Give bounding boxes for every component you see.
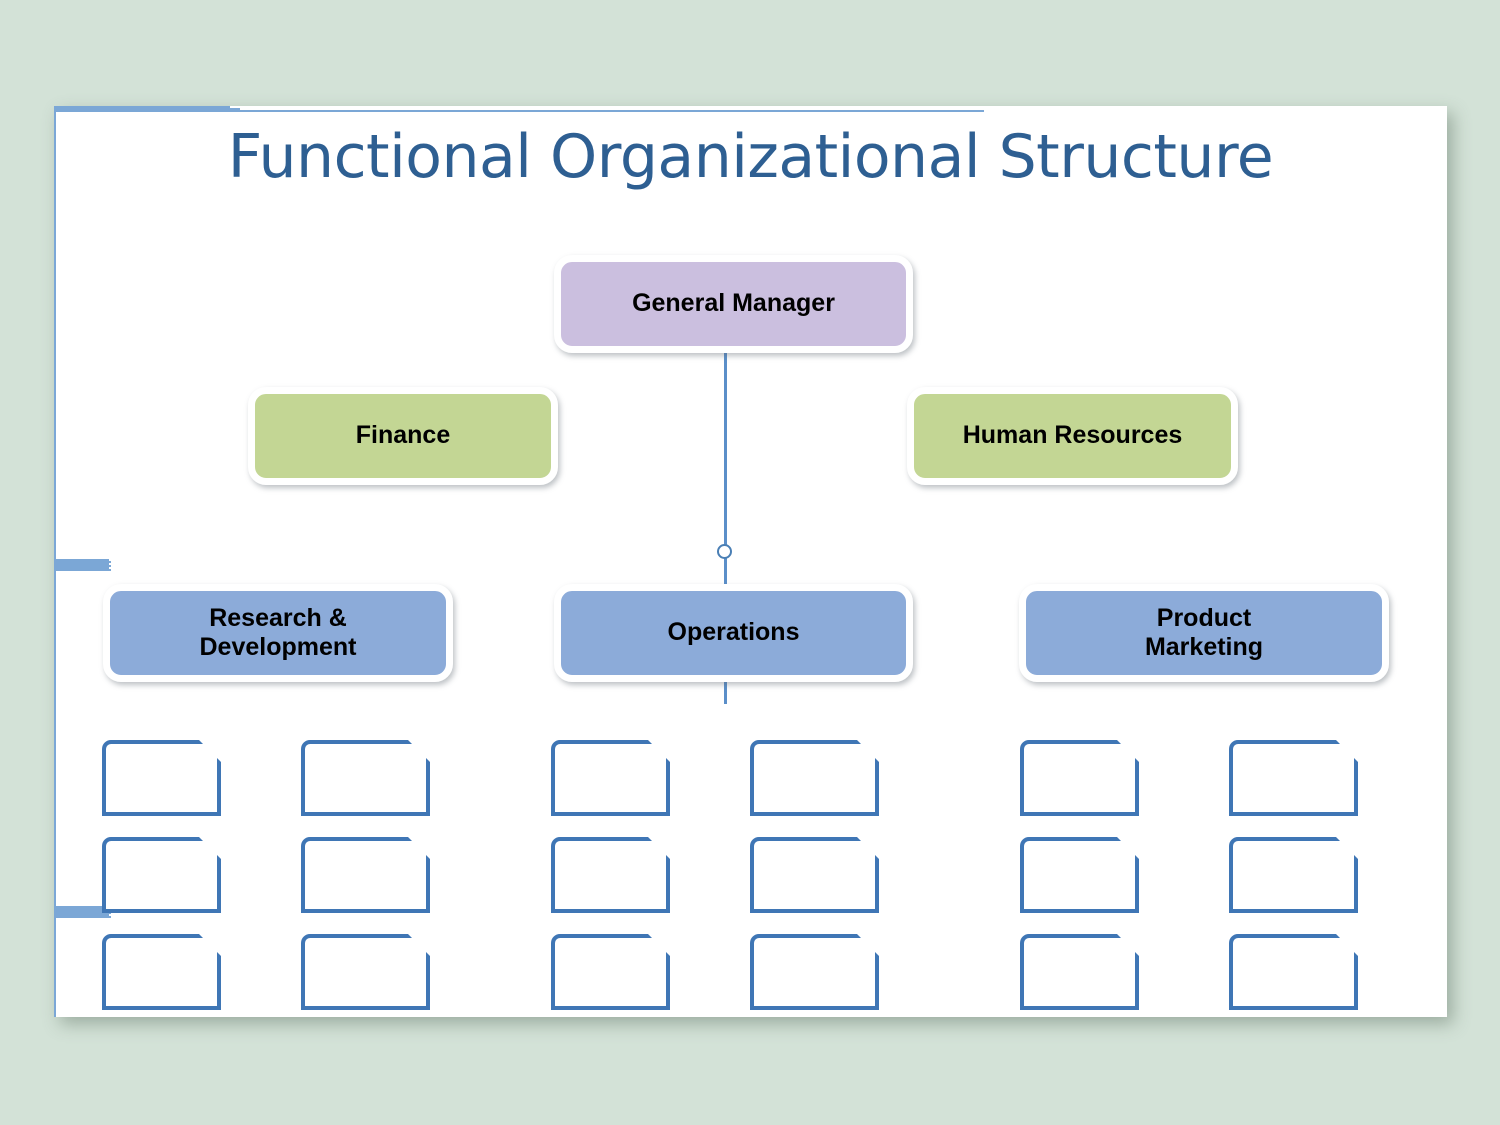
placeholder-box-rnd-r3c2-text xyxy=(305,938,426,1006)
connector-bar-drop-right xyxy=(54,168,56,224)
placeholder-box-rnd-r2c2-text xyxy=(305,841,426,909)
node-finance-label: Finance xyxy=(355,421,451,450)
placeholder-box-pm-r2c2[interactable] xyxy=(1229,837,1358,913)
placeholder-box-ops-r3c1-text xyxy=(555,938,666,1006)
placeholder-box-ops-r1c2[interactable] xyxy=(750,740,879,816)
node-operations-label: Operations xyxy=(667,618,800,647)
placeholder-box-ops-r2c1-text xyxy=(555,841,666,909)
placeholder-box-rnd-r1c1[interactable] xyxy=(102,740,221,816)
placeholder-box-pm-r2c1-text xyxy=(1024,841,1135,909)
connector-ops-stub-r3 xyxy=(54,916,111,918)
slide-canvas: Functional Organizational Structure xyxy=(54,106,1447,1017)
placeholder-box-ops-r1c1-text xyxy=(555,744,666,812)
node-product-marketing-label-line1: Product xyxy=(1156,603,1252,632)
connector-rnd-stub-r2 xyxy=(54,565,111,567)
placeholder-box-ops-r1c1[interactable] xyxy=(551,740,670,816)
node-product-marketing[interactable]: Product Marketing xyxy=(1019,584,1389,682)
connector-rnd-stub-l3 xyxy=(54,567,109,569)
node-research-development-label-line2: Development xyxy=(199,633,357,661)
placeholder-box-pm-r1c2[interactable] xyxy=(1229,740,1358,816)
node-finance[interactable]: Finance xyxy=(248,387,558,485)
node-product-marketing-label-line2: Marketing xyxy=(1144,633,1264,661)
placeholder-box-ops-r3c2-text xyxy=(754,938,875,1006)
placeholder-box-ops-r2c1[interactable] xyxy=(551,837,670,913)
placeholder-box-rnd-r3c2[interactable] xyxy=(301,934,430,1010)
connector-gm-to-hr xyxy=(54,108,240,110)
placeholder-box-pm-r1c1[interactable] xyxy=(1020,740,1139,816)
node-operations[interactable]: Operations xyxy=(554,584,913,682)
placeholder-box-pm-r3c2-text xyxy=(1233,938,1354,1006)
connector-rnd-spine xyxy=(54,224,56,559)
node-research-development-label-line1: Research & xyxy=(209,603,347,632)
connector-rnd-stub-l2 xyxy=(54,563,109,565)
placeholder-box-rnd-r2c2[interactable] xyxy=(301,837,430,913)
node-general-manager[interactable]: General Manager xyxy=(554,255,913,353)
placeholder-box-ops-r1c2-text xyxy=(754,744,875,812)
placeholder-box-pm-r3c1-text xyxy=(1024,938,1135,1006)
node-human-resources[interactable]: Human Resources xyxy=(907,387,1238,485)
connector-rnd-stub-r3 xyxy=(54,569,111,571)
node-human-resources-label: Human Resources xyxy=(962,421,1183,450)
placeholder-box-rnd-r1c1-text xyxy=(106,744,217,812)
node-research-development[interactable]: Research & Development xyxy=(103,584,453,682)
connector-ops-stub-l3 xyxy=(54,914,109,916)
placeholder-box-pm-r2c2-text xyxy=(1233,841,1354,909)
connector-rnd-stub-l1 xyxy=(54,559,109,561)
placeholder-box-pm-r2c1[interactable] xyxy=(1020,837,1139,913)
connector-pm-spine xyxy=(54,918,56,1017)
placeholder-box-ops-r3c2[interactable] xyxy=(750,934,879,1010)
placeholder-box-rnd-r1c2[interactable] xyxy=(301,740,430,816)
placeholder-box-pm-r1c2-text xyxy=(1233,744,1354,812)
connector-distribution-bar xyxy=(54,110,984,112)
placeholder-box-ops-r2c2[interactable] xyxy=(750,837,879,913)
page-title: Functional Organizational Structure xyxy=(227,122,1274,192)
placeholder-box-pm-r1c1-text xyxy=(1024,744,1135,812)
placeholder-box-rnd-r3c1[interactable] xyxy=(102,934,221,1010)
placeholder-box-pm-r3c1[interactable] xyxy=(1020,934,1139,1010)
placeholder-box-rnd-r2c1[interactable] xyxy=(102,837,221,913)
connector-bar-drop-left xyxy=(54,112,56,168)
placeholder-box-rnd-r1c2-text xyxy=(305,744,426,812)
connector-ops-stub-r1 xyxy=(54,908,111,910)
node-general-manager-label: General Manager xyxy=(632,289,835,318)
placeholder-box-ops-r2c2-text xyxy=(754,841,875,909)
placeholder-box-rnd-r2c1-text xyxy=(106,841,217,909)
connector-rnd-stub-r1 xyxy=(54,561,111,563)
placeholder-box-ops-r3c1[interactable] xyxy=(551,934,670,1010)
connector-ops-stub-l2 xyxy=(54,910,109,912)
connector-ops-spine xyxy=(54,571,56,906)
connector-gm-to-finance xyxy=(54,106,230,108)
placeholder-box-pm-r3c2[interactable] xyxy=(1229,934,1358,1010)
connector-ops-stub-r2 xyxy=(54,912,111,914)
connector-ops-stub-l1 xyxy=(54,906,109,908)
placeholder-box-rnd-r3c1-text xyxy=(106,938,217,1006)
connector-gm-to-trunk xyxy=(724,351,727,557)
junction-node-icon xyxy=(717,544,732,559)
